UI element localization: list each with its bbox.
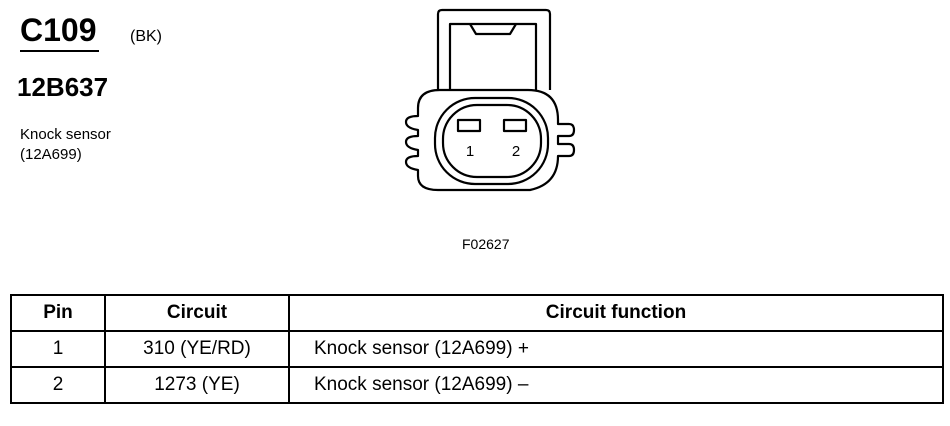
pin-table: Pin Circuit Circuit function 1 310 (YE/R… [10,294,944,404]
description-line: (12A699) [20,146,82,163]
table-row: 1 310 (YE/RD) Knock sensor (12A699) + [10,330,944,368]
connector-id: C109 [20,10,99,52]
pin-label-2: 2 [512,143,520,160]
table-row: 2 1273 (YE) Knock sensor (12A699) – [10,366,944,404]
connector-face-outer [433,96,550,186]
cell-circuit: 1273 (YE) [104,366,290,404]
cell-circuit: 310 (YE/RD) [104,330,290,368]
cell-circuit-function: Knock sensor (12A699) + [288,330,944,368]
cell-pin: 2 [10,366,106,404]
header-pin: Pin [10,294,106,332]
pin-cavity-1 [456,118,482,133]
pin-cavity-2 [502,118,528,133]
connector-face-diagram: 1 2 [404,8,576,192]
connector-description: Knock sensor (12A699) [20,125,111,165]
header-circuit-function: Circuit function [288,294,944,332]
part-number: 12B637 [17,72,109,102]
cell-pin: 1 [10,330,106,368]
connector-latch-tab [469,23,517,36]
description-line: Knock sensor [20,126,111,143]
cell-circuit-function: Knock sensor (12A699) – [288,366,944,404]
table-header-row: Pin Circuit Circuit function [10,294,944,332]
connector-face-inner [441,103,543,179]
figure-id: F02627 [462,236,510,252]
pin-label-1: 1 [466,143,474,160]
connector-color: (BK) [130,28,162,45]
connector-latch-inner [448,22,538,90]
connector-housing-outline [404,88,576,192]
connector-latch-outline [436,8,552,90]
header-circuit: Circuit [104,294,290,332]
